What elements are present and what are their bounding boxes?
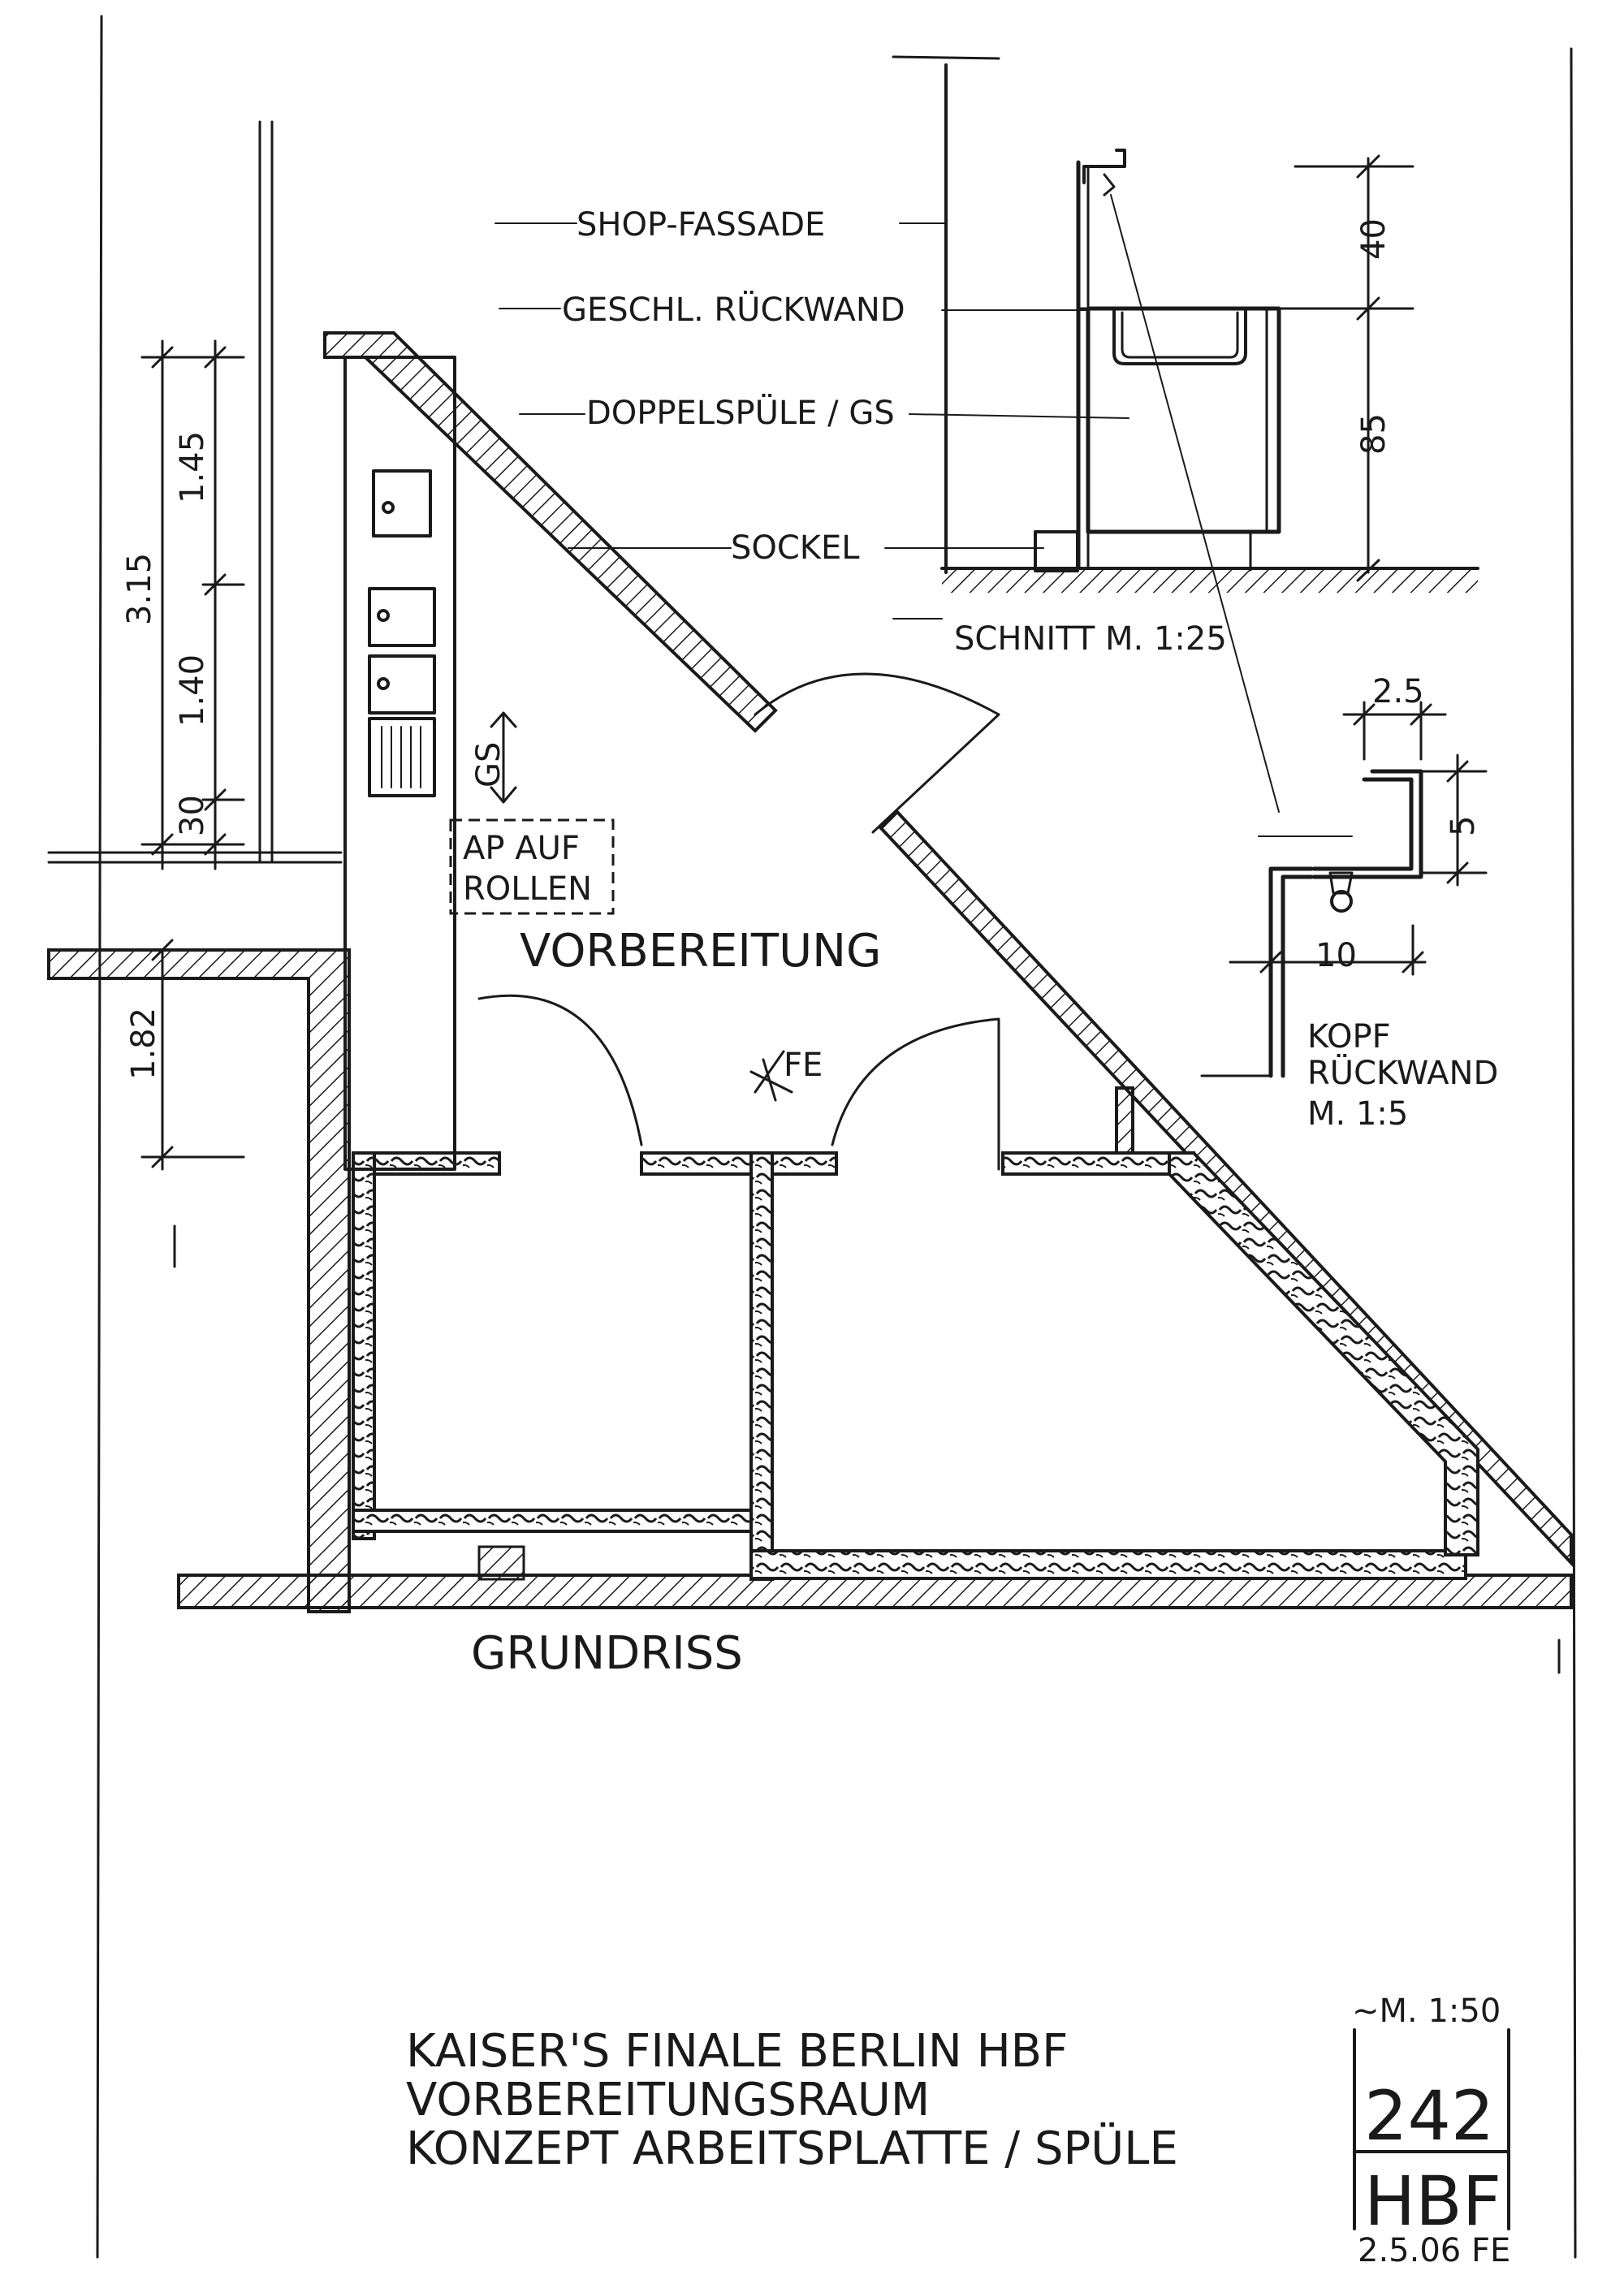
dim-section-top: 40 [1355, 218, 1393, 260]
detail-drawing: 2.5 5 10 KOPF RÜCKWAND M. 1:5 [1200, 673, 1498, 1133]
detail-title-2: RÜCKWAND [1307, 1053, 1498, 1092]
label-room: VORBEREITUNG [520, 925, 881, 978]
detail-title-1: KOPF [1307, 1018, 1391, 1056]
dim-detail-width: 10 [1315, 937, 1357, 974]
section-title: SCHNITT M. 1:25 [954, 620, 1227, 658]
sheet-code: HBF [1364, 2161, 1501, 2241]
label-ap-line1: AP AUF [463, 830, 580, 867]
plan-drawing: 3.15 1.45 1.40 30 1.82 GS AP AUF ROLLEN … [47, 120, 1573, 1680]
title-line-2: VORBEREITUNGSRAUM [406, 2074, 930, 2126]
sheet-number: 242 [1364, 2076, 1494, 2156]
sheet-frame [96, 15, 1577, 2259]
dim-low: 30 [174, 795, 211, 836]
label-ap-line2: ROLLEN [463, 870, 592, 908]
section-drawing: SHOP-FASSADE GESCHL. RÜCKWAND DOPPELSPÜL… [495, 63, 1479, 813]
dim-lower: 1.82 [125, 1008, 162, 1080]
label-plinth: SOCKEL [731, 529, 860, 567]
title-line-3: KONZEPT ARBEITSPLATTE / SPÜLE [406, 2122, 1178, 2175]
date-initials: 2.5.06 FE [1358, 2232, 1510, 2269]
dim-mid: 1.40 [174, 654, 211, 727]
dim-upper: 1.45 [174, 431, 211, 503]
dim-section-height: 85 [1355, 413, 1393, 455]
detail-title-3: M. 1:5 [1307, 1095, 1408, 1133]
title-block: KAISER'S FINALE BERLIN HBF VORBEREITUNGS… [406, 1993, 1510, 2269]
dim-detail-top: 2.5 [1372, 673, 1424, 710]
label-closed-back-wall: GESCHL. RÜCKWAND [562, 290, 905, 329]
label-gs: GS [470, 742, 508, 788]
plan-title: GRUNDRISS [471, 1627, 743, 1680]
scale-label: ~M. 1:50 [1352, 1993, 1501, 2030]
label-double-sink: DOPPELSPÜLE / GS [586, 393, 895, 432]
label-fe: FE [784, 1047, 823, 1084]
dim-overall: 3.15 [121, 553, 158, 625]
dim-detail-side: 5 [1445, 816, 1482, 836]
label-shop-facade: SHOP-FASSADE [577, 206, 825, 244]
title-line-1: KAISER'S FINALE BERLIN HBF [406, 2025, 1068, 2078]
